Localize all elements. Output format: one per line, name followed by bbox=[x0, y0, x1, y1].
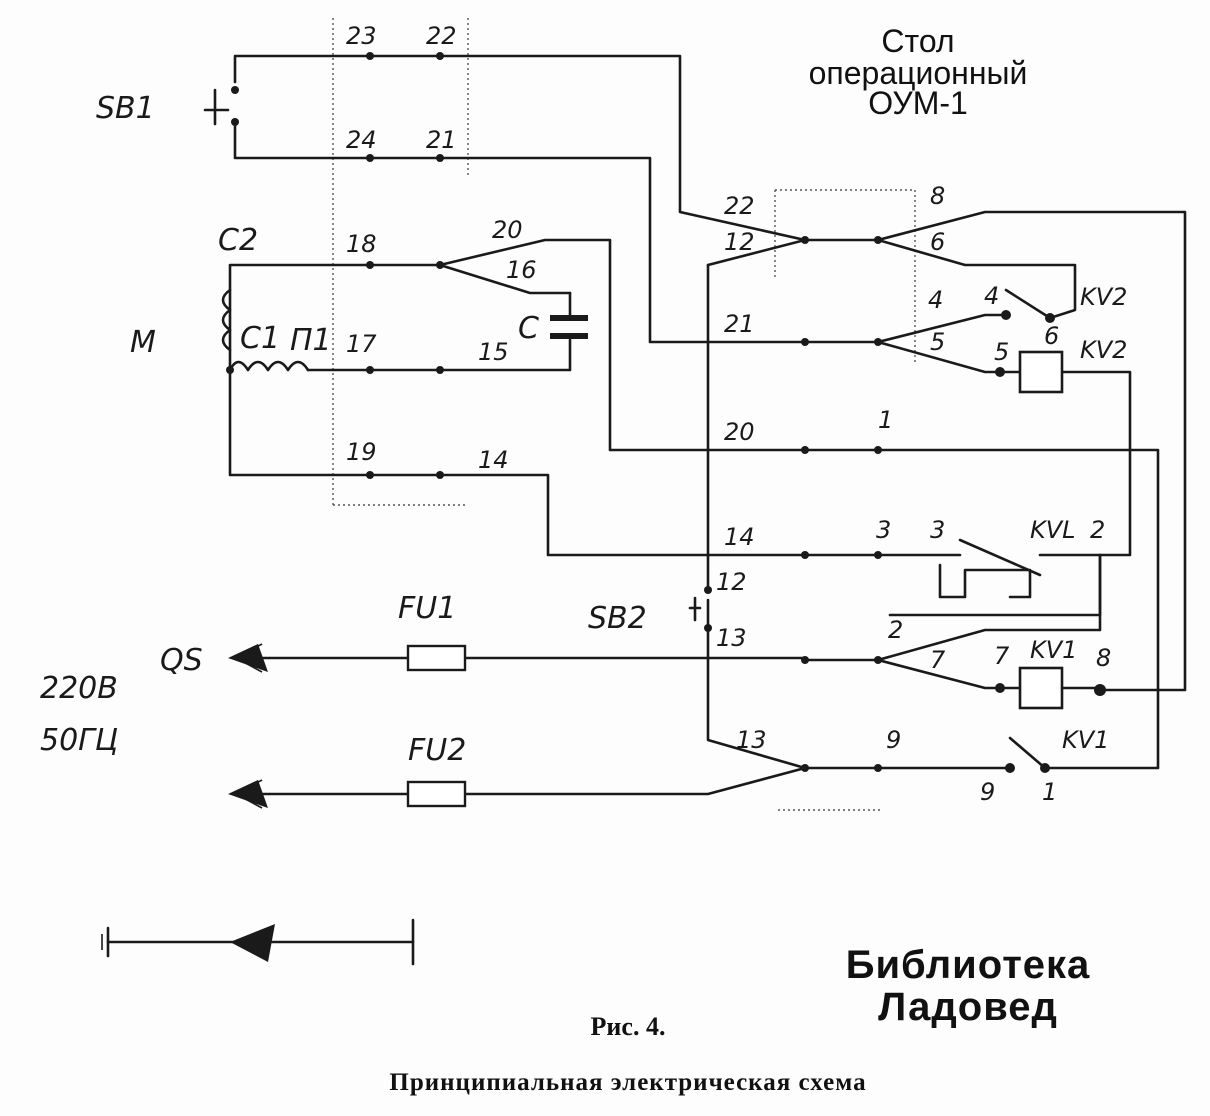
label-sb1: SB1 bbox=[96, 91, 155, 126]
label-c2: C2 bbox=[218, 223, 258, 258]
term-13: 13 bbox=[736, 726, 767, 754]
label-kv2-contact: KV2 bbox=[1080, 283, 1127, 311]
kv2-coil bbox=[1018, 350, 1064, 394]
label-kv1-no: KV1 bbox=[1062, 726, 1109, 754]
terminal-block-left bbox=[332, 18, 469, 506]
term-8-coil: 8 bbox=[1096, 644, 1111, 672]
capacitor bbox=[550, 291, 588, 339]
term-19: 19 bbox=[346, 438, 377, 466]
supply-line-2 bbox=[228, 766, 807, 809]
figure-label: Рис. 4. bbox=[591, 1012, 666, 1041]
term-17: 17 bbox=[346, 330, 377, 358]
kv1-coil bbox=[1018, 666, 1064, 710]
label-qs: QS bbox=[160, 643, 203, 678]
term-5: 5 bbox=[930, 328, 945, 356]
terminal-dots bbox=[366, 52, 882, 772]
term-8: 8 bbox=[930, 182, 945, 210]
term-1-contact: 1 bbox=[1042, 778, 1057, 806]
fuse-fu2 bbox=[406, 780, 467, 808]
term-21-right: 21 bbox=[724, 310, 755, 338]
term-4-contact: 4 bbox=[984, 282, 999, 310]
label-c1: C1 bbox=[240, 321, 280, 356]
term-15: 15 bbox=[478, 338, 509, 366]
terminal-numbers: 23 22 24 21 18 20 16 17 15 19 14 22 12 8… bbox=[346, 22, 1111, 806]
term-9-contact: 9 bbox=[980, 778, 995, 806]
term-22-right: 22 bbox=[724, 192, 755, 220]
term-24: 24 bbox=[346, 126, 377, 154]
supply-line-1 bbox=[228, 643, 807, 673]
term-14-right: 14 bbox=[724, 523, 755, 551]
label-kv1-coil: KV1 bbox=[1030, 636, 1077, 664]
motor-windings bbox=[221, 263, 372, 477]
term-20-right: 20 bbox=[724, 418, 755, 446]
term-7-coil: 7 bbox=[994, 642, 1010, 670]
term-3: 3 bbox=[876, 516, 891, 544]
term-9: 9 bbox=[886, 726, 901, 754]
term-2-contact: 2 bbox=[1090, 516, 1105, 544]
title-line-1: Стол bbox=[881, 23, 954, 59]
term-22: 22 bbox=[426, 22, 457, 50]
term-5-coil: 5 bbox=[994, 338, 1009, 366]
term-20: 20 bbox=[492, 216, 523, 244]
figure-caption: Принципиальная электрическая схема bbox=[389, 1069, 866, 1096]
label-p1: П1 bbox=[290, 323, 332, 358]
label-fu2: FU2 bbox=[408, 733, 466, 768]
term-18: 18 bbox=[346, 230, 377, 258]
term-12: 12 bbox=[724, 228, 755, 256]
term-1: 1 bbox=[878, 406, 893, 434]
library-line-1: Библиотека bbox=[846, 943, 1091, 987]
terminal-block-right bbox=[774, 189, 916, 811]
term-13-sb2: 13 bbox=[716, 624, 747, 652]
term-21: 21 bbox=[426, 126, 457, 154]
supply-frequency: 50ГЦ bbox=[40, 723, 118, 758]
label-kv1-nc: KVL bbox=[1030, 516, 1076, 544]
title-line-3: ОУМ-1 bbox=[868, 85, 968, 121]
term-14: 14 bbox=[478, 446, 509, 474]
term-6: 6 bbox=[930, 228, 945, 256]
supply-voltage: 220В bbox=[40, 671, 118, 706]
library-line-2: Ладовед bbox=[878, 985, 1058, 1029]
term-4: 4 bbox=[928, 286, 943, 314]
sb1-button bbox=[203, 54, 807, 344]
fuse-fu1 bbox=[406, 644, 467, 672]
ground-line bbox=[101, 918, 415, 966]
label-fu1: FU1 bbox=[398, 591, 456, 626]
wiring-right bbox=[688, 210, 1187, 773]
term-7: 7 bbox=[930, 646, 946, 674]
term-16: 16 bbox=[506, 256, 537, 284]
term-12-sb2: 12 bbox=[716, 568, 747, 596]
term-6-contact: 6 bbox=[1044, 322, 1059, 350]
term-3-contact: 3 bbox=[930, 516, 945, 544]
term-23: 23 bbox=[346, 22, 377, 50]
title-line-2: операционный bbox=[809, 55, 1028, 91]
term-2: 2 bbox=[888, 616, 903, 644]
wiring-left-rows bbox=[368, 238, 807, 557]
label-motor: M bbox=[130, 325, 156, 360]
label-sb2: SB2 bbox=[588, 601, 647, 636]
label-kv2-coil: KV2 bbox=[1080, 336, 1127, 364]
label-capacitor: C bbox=[518, 311, 539, 346]
